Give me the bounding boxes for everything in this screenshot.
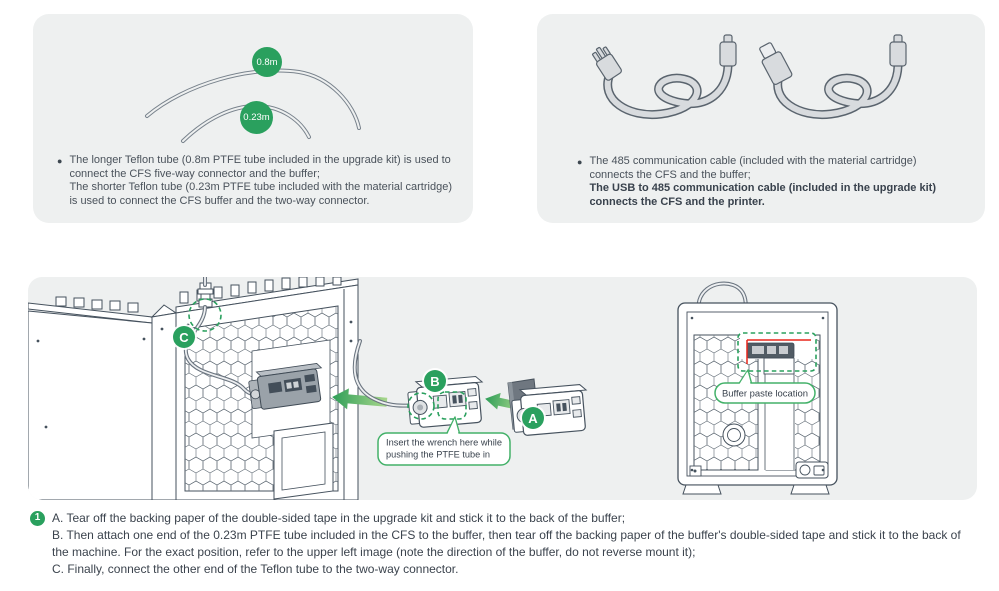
foot-left [682, 484, 722, 495]
buffer-a-drawing [511, 384, 588, 436]
buffer-port-dashed-circle [407, 392, 435, 420]
cable-485-plug-left [592, 46, 622, 81]
step-lines: A. Tear off the backing paper of the dou… [52, 510, 978, 578]
wrench-slot-dashed-rect [437, 391, 467, 420]
arrow-to-printer [332, 388, 388, 410]
cable-usb485-drawing [759, 34, 907, 115]
mounted-buffer-drawing [248, 363, 323, 410]
step-label-a: A [522, 407, 544, 429]
tube-length-badge-long: 0.8m [252, 47, 282, 77]
tubes-note: ● The longer Teflon tube (0.8m PTFE tube… [57, 154, 461, 208]
instruction-steps: 1 A. Tear off the backing paper of the d… [30, 510, 978, 578]
install-illustration: Insert the wrench here while pushing the… [28, 277, 838, 500]
foot-right [790, 484, 830, 495]
power-inlet [795, 461, 829, 479]
pasted-buffer-drawing [746, 342, 795, 359]
back-window [273, 422, 334, 500]
note-line: The USB to 485 communication cable (incl… [589, 182, 936, 195]
cables-panel: ● The 485 communication cable (included … [537, 14, 985, 223]
bullet-icon: ● [57, 156, 63, 166]
cable-485-drawing [592, 34, 737, 115]
step-number-badge: 1 [30, 511, 45, 526]
note-line: The longer Teflon tube (0.8m PTFE tube i… [69, 154, 451, 166]
step-label-c: C [173, 326, 195, 348]
cables-note-lines: The 485 communication cable (included wi… [589, 155, 936, 209]
paste-location-callout: Buffer paste location [714, 369, 816, 404]
cable-usb485-plug-right [889, 34, 907, 67]
screws [36, 320, 353, 429]
center-channel [765, 358, 795, 470]
bullet-icon: ● [577, 157, 583, 167]
cables-note: ● The 485 communication cable (included … [577, 155, 969, 209]
note-line: connects the CFS and the buffer; [589, 168, 751, 181]
cable-485-plug-right [719, 34, 737, 67]
connector-dashed-circle [188, 298, 222, 332]
step-line-c: C. Finally, connect the other end of the… [52, 561, 459, 576]
buffer-b-drawing [407, 375, 484, 428]
top-machinery [55, 296, 139, 313]
note-line: connects the CFS and the printer. [589, 195, 765, 208]
note-line: connect the CFS five-way connector and t… [69, 167, 320, 180]
paste-location-dashed-rect [737, 332, 817, 372]
note-line: The 485 communication cable (included wi… [589, 155, 917, 167]
tubes-panel: 0.8m 0.23m ● The longer Teflon tube (0.8… [33, 14, 473, 223]
step-line-a: A. Tear off the backing paper of the dou… [52, 511, 626, 525]
install-panel: Insert the wrench here while pushing the… [28, 277, 977, 500]
cables-illustration [592, 34, 907, 223]
note-line: is used to connect the CFS buffer and th… [69, 194, 370, 207]
wrench-callout: Insert the wrench here while pushing the… [377, 416, 511, 466]
cable-usb-plug-left [759, 42, 793, 85]
step-label-b: B [424, 370, 446, 392]
step-line-b: B. Then attach one end of the 0.23m PTFE… [52, 527, 961, 559]
paste-callout-text: Buffer paste location [722, 389, 808, 400]
screws [690, 316, 825, 472]
vent-circle [722, 423, 746, 447]
tube-length-badge-short: 0.23m [240, 101, 273, 134]
note-line: The shorter Teflon tube (0.23m PTFE tube… [69, 181, 452, 194]
wrench-callout-line2: pushing the PTFE tube in [386, 450, 490, 461]
tubes-note-lines: The longer Teflon tube (0.8m PTFE tube i… [69, 154, 452, 208]
wrench-callout-line1: Insert the wrench here while [386, 438, 502, 449]
